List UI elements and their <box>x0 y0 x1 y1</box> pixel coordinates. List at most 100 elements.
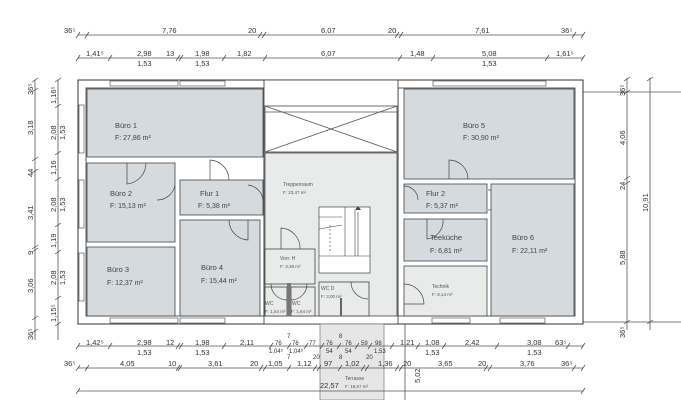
door-buero-5 <box>448 159 469 180</box>
room-name: WC <box>265 301 274 307</box>
room-area: F: 30,90 m² <box>463 135 499 142</box>
dim-label: 1,36 <box>378 359 393 368</box>
dim-label: 54 <box>326 349 333 355</box>
room-area: F: 3,00 m² <box>321 294 342 299</box>
room-vorr-h <box>264 248 316 285</box>
room-area: F: 12,37 m² <box>107 280 143 287</box>
room-name: Büro 1 <box>115 121 137 130</box>
room-name: Technik <box>432 284 449 290</box>
dim-label: 1,61⁵ <box>556 49 574 58</box>
dim-label: 1,16 <box>49 160 58 175</box>
dim-label: 12 <box>166 338 174 347</box>
dim-label: 3,65 <box>438 359 453 368</box>
room-flur-1 <box>179 179 264 216</box>
dim-label: 1,53 <box>137 59 152 68</box>
windows <box>78 80 547 324</box>
dim-label: 36⁵ <box>26 329 35 340</box>
dim-label: 1,42⁵ <box>86 338 104 347</box>
door-technik <box>403 283 425 305</box>
dim-label: 1,53 <box>527 348 542 357</box>
room-name: WC <box>292 301 301 307</box>
dim-label: 1,53 <box>137 348 152 357</box>
room-area: F: 6,81 m² <box>430 248 463 255</box>
door-wc-1 <box>270 283 288 301</box>
dimension-chain-bottom-total: 22,57 <box>75 381 586 395</box>
dim-label: 1,04⁵ <box>289 348 304 355</box>
dim-label: 20 <box>313 355 320 361</box>
door-wc-2 <box>290 283 308 301</box>
dim-label: 1,53 <box>58 125 67 140</box>
dim-label: 20 <box>250 359 258 368</box>
dim-label: 1,53 <box>195 59 210 68</box>
wc-partition <box>287 283 291 316</box>
dim-label: 36⁵ <box>618 327 627 338</box>
dim-label: 10,91 <box>641 193 650 212</box>
dim-label: 8 <box>339 355 343 361</box>
terrace <box>319 323 385 400</box>
dim-label: 5,88 <box>618 250 627 265</box>
dim-label: 1,08 <box>425 338 440 347</box>
dim-label: 7 <box>287 355 291 361</box>
dimension-chain-top-outer: 36⁵ 7,76 20 6,07 20 7,61 36⁵ <box>64 26 586 39</box>
dim-label: 2,42 <box>465 338 480 347</box>
room-name: Treppenraum <box>283 182 313 188</box>
dim-label: 2,98 <box>137 338 152 347</box>
dim-label: 1,16⁵ <box>49 86 58 104</box>
dim-label: 1,82 <box>237 49 252 58</box>
dim-label: 77 <box>309 341 316 347</box>
dim-label: 1,53 <box>482 59 497 68</box>
dim-label: 7,76 <box>162 26 177 35</box>
room-area: F: 5,38 m² <box>198 203 231 210</box>
dim-label: 4,06 <box>618 130 627 145</box>
room-name: Büro 4 <box>201 263 223 272</box>
dim-label: 1,02 <box>345 359 360 368</box>
room-buero-6 <box>490 183 575 317</box>
dim-label: 24 <box>618 182 627 190</box>
dimension-chain-left-outer: 36⁵ 3,18 44 3,41 9 3,06 36⁵ <box>26 77 39 340</box>
room-name: Büro 6 <box>512 233 534 242</box>
staircase <box>318 206 371 274</box>
room-area: F: 23,47 m² <box>283 190 307 195</box>
dimension-chain-bottom-2: 36⁵ 4,05 10 3,61 20 1,05 7 1,12 20 97 8 … <box>64 355 586 372</box>
room-area: F: 22,11 m² <box>512 248 548 255</box>
dim-label: 36⁵ <box>64 359 75 368</box>
room-name: Büro 3 <box>107 265 129 274</box>
room-name: Terrasse <box>345 376 364 382</box>
room-buero-2 <box>86 162 176 243</box>
dim-label: 5,02 <box>413 368 422 383</box>
room-name: Flur 1 <box>200 189 219 198</box>
dim-label: 2,08 <box>49 270 58 285</box>
wc-d-fixture <box>340 298 342 316</box>
dim-label: 20 <box>366 355 373 361</box>
dim-label: 2,08 <box>49 125 58 140</box>
dim-label: 76 <box>275 341 282 347</box>
dimension-chain-left-inner: 1,16⁵ 2,08 1,53 1,16 2,08 1,53 1,19 2,08… <box>49 77 67 340</box>
dim-label: 13 <box>166 49 174 58</box>
dim-label: 1,05 <box>268 359 283 368</box>
dim-label: 97 <box>324 359 332 368</box>
dim-label: 6,07 <box>321 49 336 58</box>
room-area: F: 15,44 m² <box>201 278 237 285</box>
dim-label: 10 <box>168 359 176 368</box>
dim-label: 76 <box>326 341 333 347</box>
room-buero-3 <box>86 246 176 317</box>
dimension-chain-top-inner: 1,41⁵ 2,98 1,53 13 1,98 1,53 1,82 6,07 1… <box>75 49 586 68</box>
dimension-chain-bottom-1: 1,42⁵ 2,98 1,53 12 1,98 1,53 2,11 76 1,0… <box>75 334 586 357</box>
dim-label: 36⁵ <box>26 84 35 95</box>
room-teekueche <box>403 218 488 262</box>
dim-label: 2,98 <box>137 49 152 58</box>
room-buero-4 <box>179 219 261 317</box>
room-wc-d <box>318 281 370 317</box>
dim-label: 1,98 <box>195 49 210 58</box>
doors-left <box>126 159 264 241</box>
dim-label: 3,18 <box>26 120 35 135</box>
dim-label: 4,05 <box>120 359 135 368</box>
dim-label: 7 <box>287 334 291 340</box>
room-area: F: 3,38 m² <box>280 264 301 269</box>
door-flur-2 <box>403 185 419 201</box>
dim-label: 1,12 <box>297 359 312 368</box>
room-area: F: 15,13 m² <box>110 203 146 210</box>
dim-label: 1,15⁵ <box>49 304 58 322</box>
dim-label: 3,08 <box>527 338 542 347</box>
